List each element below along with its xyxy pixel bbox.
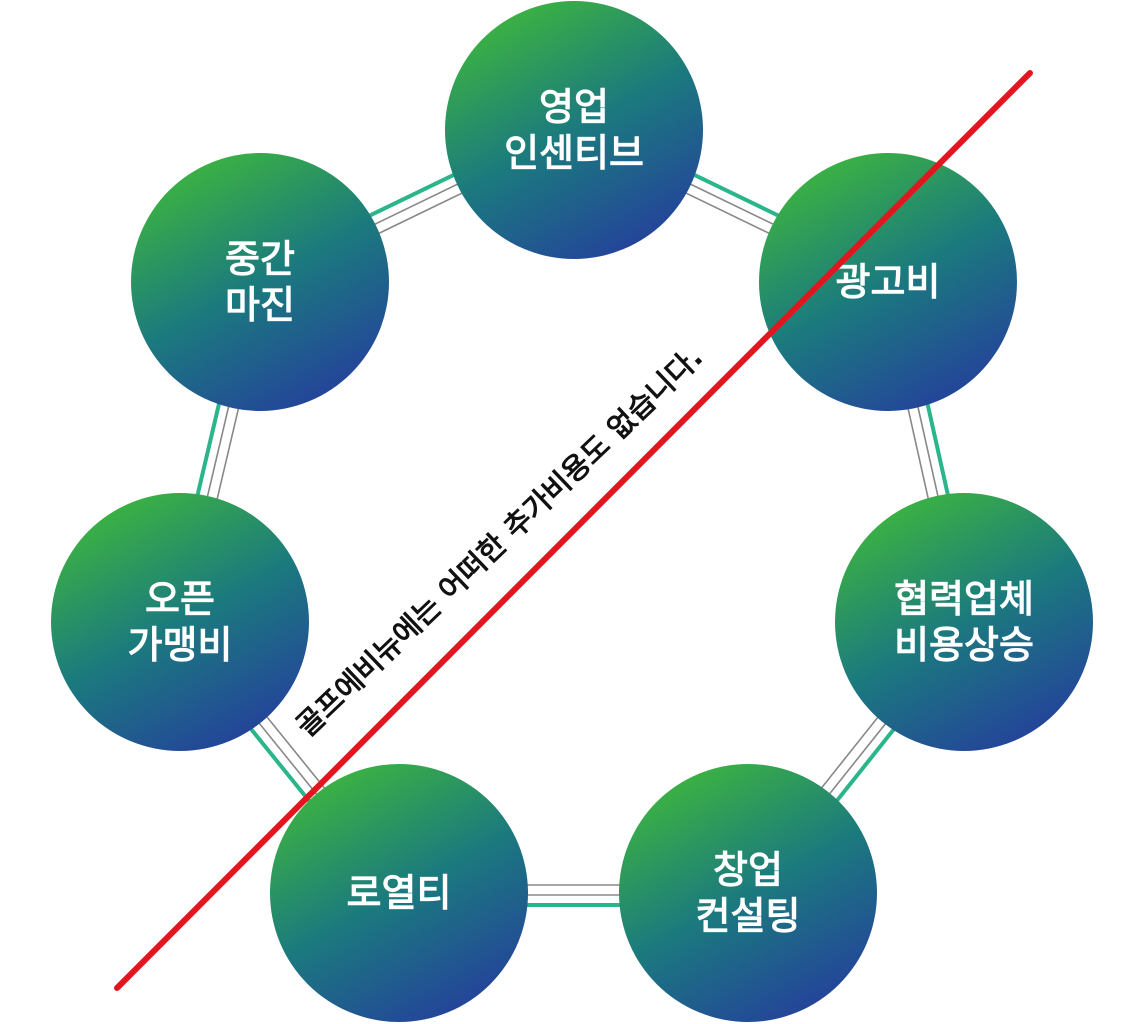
node-label-line: 광고비 xyxy=(836,260,941,304)
node-label-line: 로열티 xyxy=(347,871,452,915)
node-advertising: 광고비 xyxy=(759,153,1017,411)
node-circle xyxy=(445,1,703,259)
node-circle xyxy=(619,764,877,1022)
strike-through-line xyxy=(114,70,1033,991)
node-label-line: 컨설팅 xyxy=(696,894,801,938)
node-label-line: 인센티브 xyxy=(504,131,644,175)
node-circle xyxy=(270,764,528,1022)
node-label-line: 협력업체 xyxy=(894,577,1034,621)
node-circle xyxy=(759,153,1017,411)
node-label-line: 창업 xyxy=(713,848,783,892)
node-circle xyxy=(131,153,389,411)
node-label-line: 비용상승 xyxy=(894,623,1034,667)
node-label-line: 오픈 xyxy=(145,577,215,621)
node-label-line: 마진 xyxy=(225,283,295,327)
no-extra-cost-note: 골프에비뉴에는 어떠한 추가비용도 없습니다. xyxy=(289,340,709,743)
node-circle xyxy=(51,493,309,751)
node-label-line: 영업 xyxy=(539,85,609,129)
node-circle xyxy=(835,493,1093,751)
node-label-line: 중간 xyxy=(225,237,295,281)
node-label-line: 가맹비 xyxy=(128,623,233,667)
node-royalty: 로열티 xyxy=(270,764,528,1022)
